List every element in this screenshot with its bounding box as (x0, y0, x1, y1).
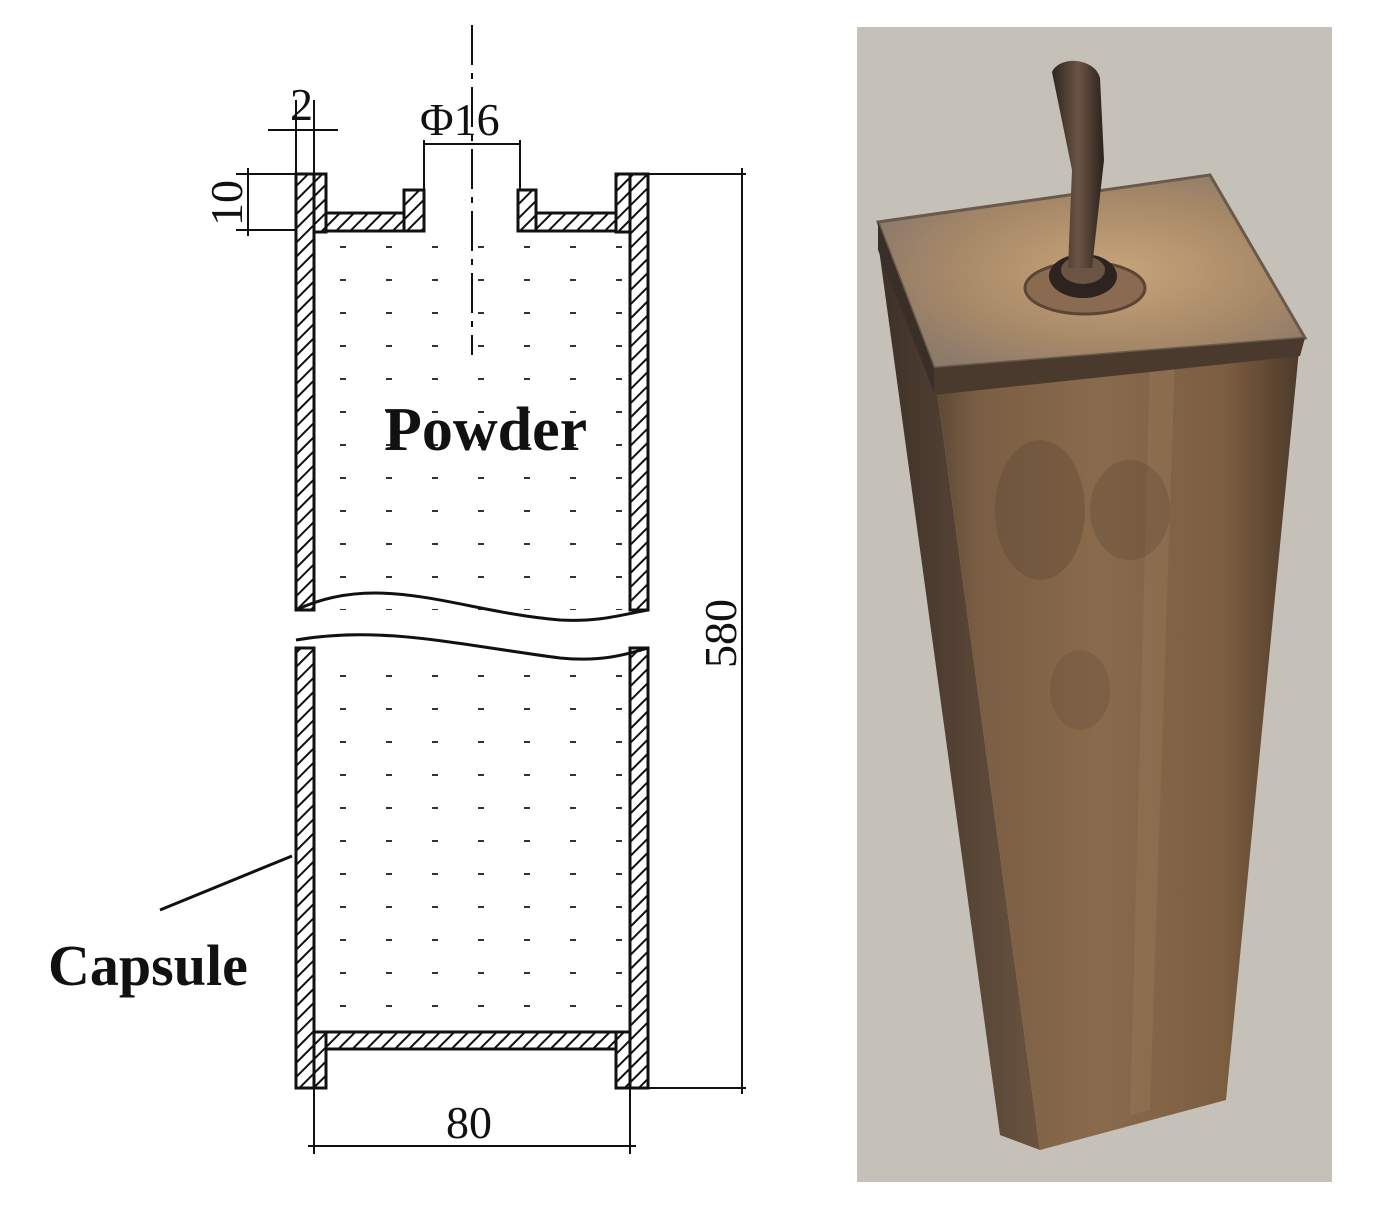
dimension-width (308, 1088, 636, 1154)
photo-capsule-front (934, 340, 1300, 1150)
capsule-photo (857, 27, 1332, 1182)
technical-drawing: 2 Φ16 10 580 80 Powder (48, 25, 746, 1154)
dimension-height-label: 580 (695, 599, 746, 668)
capsule-label: Capsule (48, 933, 248, 998)
photo-capsule-tube (1052, 60, 1104, 268)
capsule-left-wall (294, 172, 328, 1090)
capsule-bottom-lid (324, 1030, 618, 1051)
capsule-leader-line (159, 854, 293, 912)
capsule-right-wall (614, 172, 650, 1090)
dimension-wall-thickness-label: 2 (290, 79, 313, 130)
photo-capsule-side (878, 242, 1040, 1150)
powder-label: Powder (384, 396, 587, 464)
dimension-wall-thickness (268, 100, 338, 174)
dimension-lid-height-label: 10 (201, 180, 252, 226)
break-lines (295, 591, 649, 661)
capsule-top-lid (324, 188, 618, 233)
dimension-nozzle-diameter (423, 140, 521, 190)
dimension-lid-height (236, 168, 296, 236)
dimension-width-label: 80 (446, 1097, 492, 1148)
dimension-nozzle-diameter-label: Φ16 (420, 94, 500, 145)
dimension-height (648, 168, 746, 1094)
